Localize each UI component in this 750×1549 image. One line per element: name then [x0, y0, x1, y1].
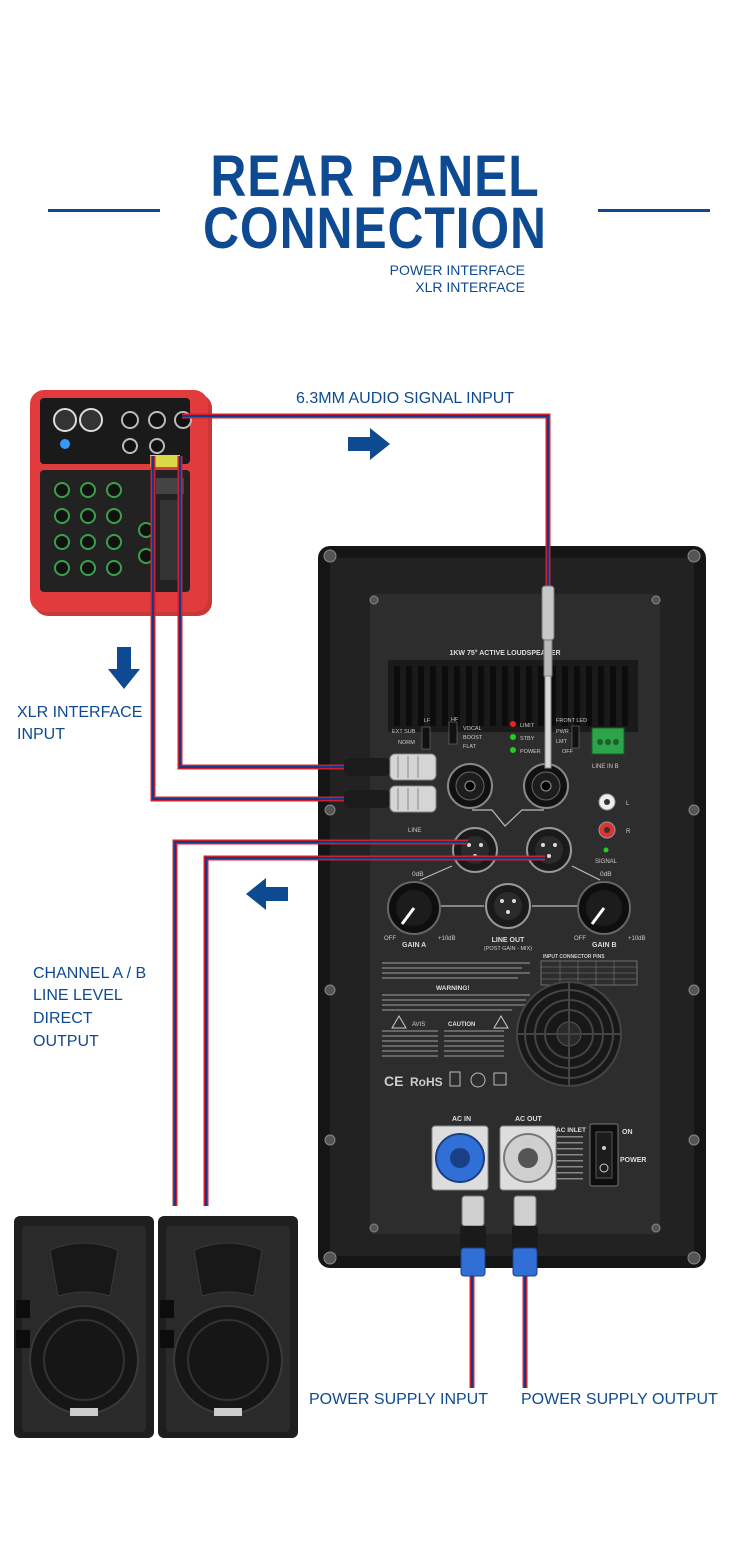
label-l: L — [626, 801, 630, 807]
label-lmt: LMT — [556, 739, 568, 745]
cables — [150, 413, 551, 1388]
xlr-output-b — [526, 827, 572, 873]
xlr-line-out-mix — [485, 883, 531, 929]
label-power-supply-output: POWER SUPPLY OUTPUT — [521, 1391, 718, 1408]
label-on: ON — [622, 1129, 633, 1136]
label-pwr: PWR — [556, 729, 569, 735]
jack-plug-6-3mm — [541, 585, 555, 769]
label-ac-inlet: AC INLET — [556, 1127, 586, 1134]
powercon-ac-out — [499, 1125, 557, 1191]
label-front-led: FRONT LED — [556, 718, 587, 724]
xlr-plug-1 — [344, 753, 437, 781]
label-gain-a: GAIN A — [402, 942, 426, 949]
label-channel-line3: DIRECT — [33, 1010, 93, 1027]
gain-b-knob — [577, 881, 631, 935]
label-boost: BOOST — [463, 735, 483, 741]
label-line-out: LINE OUT — [492, 937, 525, 944]
label-stby: STBY — [520, 736, 535, 742]
certification-icons — [449, 1071, 507, 1088]
label-channel-line1: CHANNEL A / B — [33, 965, 147, 982]
label-plus10-b: +10dB — [628, 936, 646, 942]
label-ac-out: AC OUT — [515, 1116, 543, 1123]
label-off-b: OFF — [574, 936, 586, 942]
powercon-plug-in — [460, 1195, 486, 1277]
label-power-supply-input: POWER SUPPLY INPUT — [309, 1391, 488, 1408]
amplifier-rear-panel: 1KW 75° ACTIVE LOUDSPEAKER EXT SUB NORM … — [318, 546, 706, 1268]
powercon-ac-in — [431, 1125, 489, 1191]
led-power — [510, 747, 516, 753]
panel-model-text: 1KW 75° ACTIVE LOUDSPEAKER — [449, 649, 560, 657]
label-zero-db-b: 0dB — [600, 871, 612, 878]
compliance-fine-print — [382, 962, 530, 1057]
power-switch — [589, 1123, 619, 1187]
label-warning: WARNING! — [436, 985, 470, 992]
svg-text:INPUT CONNECTOR PINS: INPUT CONNECTOR PINS — [543, 954, 605, 960]
label-limit: LIMIT — [520, 723, 535, 729]
label-line: LINE — [408, 828, 421, 834]
audio-mixer — [30, 390, 212, 616]
label-power-led: POWER — [520, 749, 541, 755]
label-off-a: OFF — [384, 936, 396, 942]
combo-input-b — [523, 763, 569, 809]
subtitle-xlr-interface: XLR INTERFACE — [415, 279, 525, 295]
label-avis: AVIS — [412, 1022, 425, 1028]
arrow-left-icon — [246, 878, 288, 910]
label-channel-line4: OUTPUT — [33, 1033, 99, 1050]
led-limit — [510, 721, 516, 727]
label-gain-b: GAIN B — [592, 942, 617, 949]
title-line-1: REAR PANEL — [210, 144, 540, 209]
label-power-switch: POWER — [620, 1157, 646, 1164]
label-zero-db-a: 0dB — [412, 871, 424, 878]
label-hf: HF — [451, 717, 459, 723]
label-xlr-interface-line2: INPUT — [17, 726, 65, 743]
label-r: R — [626, 829, 631, 835]
label-ac-in: AC IN — [452, 1116, 471, 1123]
label-vocal: VOCAL — [463, 726, 482, 732]
label-xlr-interface-line1: XLR INTERFACE — [17, 704, 143, 721]
label-post-gain: (POST GAIN - MIX) — [484, 946, 532, 952]
ce-mark: CE — [384, 1073, 403, 1089]
label-ext-sub: EXT SUB — [392, 729, 416, 735]
arrow-down-icon — [108, 647, 140, 689]
speaker-right — [158, 1216, 298, 1438]
rohs-mark: RoHS — [410, 1075, 443, 1089]
subtitle-power-interface: POWER INTERFACE — [389, 262, 525, 278]
powercon-plug-out — [512, 1195, 538, 1277]
label-norm: NORM — [398, 740, 415, 746]
speaker-left — [14, 1216, 154, 1438]
decorative-line-left — [48, 209, 160, 212]
xlr-plug-2 — [344, 785, 437, 813]
label-flat: FLAT — [463, 744, 477, 750]
combo-input-a — [447, 763, 493, 809]
title-line-2: CONNECTION — [203, 196, 547, 261]
decorative-line-right — [598, 209, 710, 212]
label-caution: CAUTION — [448, 1022, 475, 1028]
label-line-in-b: LINE IN B — [592, 764, 619, 770]
label-channel-line2: LINE LEVEL — [33, 987, 123, 1004]
xlr-output-a — [452, 827, 498, 873]
label-audio-signal-input: 6.3MM AUDIO SIGNAL INPUT — [296, 390, 515, 407]
label-signal: SIGNAL — [595, 859, 618, 865]
label-lf: LF — [424, 718, 431, 724]
led-stby — [510, 734, 516, 740]
gain-a-knob — [387, 881, 441, 935]
cooling-fan — [516, 981, 622, 1087]
label-off: OFF — [562, 749, 574, 755]
arrow-right-icon — [348, 428, 390, 460]
label-plus10-a: +10dB — [438, 936, 456, 942]
